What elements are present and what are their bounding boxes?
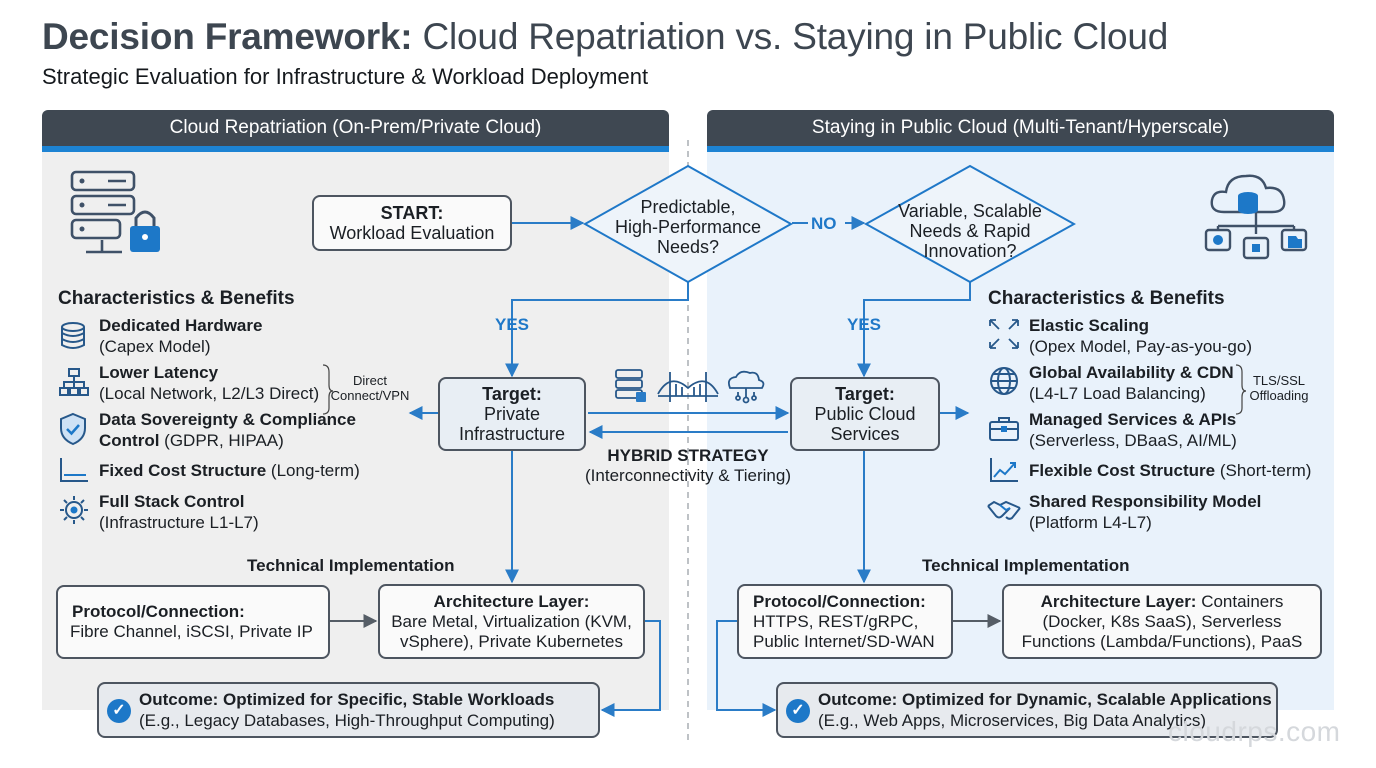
feature-global-availability: Global Availability & CDN (L4-L7 Load Ba… bbox=[1029, 363, 1234, 403]
toolbox-icon bbox=[989, 417, 1019, 441]
hybrid-icons bbox=[615, 369, 765, 404]
left-outcome-box: Outcome: Optimized for Specific, Stable … bbox=[97, 682, 600, 738]
feature-lower-latency: Lower Latency (Local Network, L2/L3 Dire… bbox=[99, 363, 320, 403]
feature-flexible-cost: Flexible Cost Structure (Short-term) bbox=[1029, 461, 1312, 480]
target-private-box: Target: Private Infrastructure bbox=[438, 377, 586, 451]
check-circle-icon: ✓ bbox=[107, 699, 131, 723]
right-outcome-box: Outcome: Optimized for Dynamic, Scalable… bbox=[776, 682, 1278, 738]
page-title: Decision Framework: Cloud Repatriation v… bbox=[42, 16, 1169, 57]
decision-diamond-predictable bbox=[583, 164, 793, 284]
cloud-services-icon bbox=[1204, 174, 1308, 260]
expand-arrows-icon bbox=[989, 319, 1019, 349]
globe-icon bbox=[990, 367, 1018, 395]
server-rack-icon bbox=[615, 369, 646, 402]
feature-full-stack-control: Full Stack Control (Infrastructure L1-L7… bbox=[99, 492, 259, 532]
yes-label-public: YES bbox=[847, 315, 882, 334]
cloud-network-icon bbox=[727, 370, 765, 404]
panel-accent-stripe bbox=[707, 146, 1334, 152]
decision-predictable-text: Predictable, High-Performance Needs? bbox=[614, 197, 762, 257]
bridge-icon bbox=[657, 372, 719, 402]
no-label: NO bbox=[811, 214, 837, 233]
decision-variable-text: Variable, Scalable Needs & Rapid Innovat… bbox=[898, 201, 1042, 261]
network-icon bbox=[59, 368, 89, 396]
trend-chart-icon bbox=[990, 458, 1018, 482]
arrow-yes-private bbox=[505, 282, 689, 378]
target-public-box: Target: Public Cloud Services bbox=[790, 377, 940, 451]
repatriation-panel-header: Cloud Repatriation (On-Prem/Private Clou… bbox=[42, 110, 669, 146]
arrow-yes-public bbox=[857, 282, 971, 378]
feature-shared-responsibility: Shared Responsibility Model (Platform L4… bbox=[1029, 492, 1262, 532]
server-lock-icon bbox=[70, 170, 160, 254]
right-protocol-box: Protocol/Connection: HTTPS, REST/gRPC, P… bbox=[737, 584, 953, 659]
feature-data-sovereignty: Data Sovereignty & Compliance Control (G… bbox=[99, 410, 356, 450]
check-circle-icon: ✓ bbox=[786, 699, 810, 723]
yes-label-private: YES bbox=[495, 315, 530, 334]
gear-icon bbox=[60, 496, 88, 524]
right-section-title: Characteristics & Benefits bbox=[988, 288, 1225, 309]
feature-elastic-scaling: Elastic Scaling (Opex Model, Pay-as-you-… bbox=[1029, 316, 1252, 356]
start-box: START: Workload Evaluation bbox=[312, 195, 512, 251]
flat-line-chart-icon bbox=[60, 458, 88, 482]
left-architecture-box: Architecture Layer: Bare Metal, Virtuali… bbox=[378, 584, 645, 659]
latency-bracket bbox=[322, 364, 334, 415]
cdn-bracket bbox=[1235, 364, 1247, 415]
left-section-title: Characteristics & Benefits bbox=[58, 288, 295, 309]
feature-dedicated-hardware: Dedicated Hardware (Capex Model) bbox=[99, 316, 263, 356]
database-icon bbox=[61, 322, 85, 349]
latency-note: Direct Connect/VPN bbox=[330, 373, 410, 403]
arrow-architecture-to-outcome-left bbox=[600, 620, 661, 717]
handshake-icon bbox=[987, 500, 1021, 520]
decision-diamond-variable bbox=[864, 164, 1076, 284]
right-tech-title: Technical Implementation bbox=[922, 556, 1130, 575]
arrow-protocol-to-outcome-right bbox=[716, 620, 777, 717]
left-protocol-box: Protocol/Connection: Fibre Channel, iSCS… bbox=[56, 585, 330, 659]
page-subtitle: Strategic Evaluation for Infrastructure … bbox=[42, 64, 649, 89]
hybrid-strategy-label: HYBRID STRATEGY (Interconnectivity & Tie… bbox=[585, 446, 791, 485]
cdn-note: TLS/SSL Offloading bbox=[1249, 373, 1309, 403]
public-cloud-panel-header: Staying in Public Cloud (Multi-Tenant/Hy… bbox=[707, 110, 1334, 146]
feature-fixed-cost: Fixed Cost Structure (Long-term) bbox=[99, 461, 360, 480]
left-tech-title: Technical Implementation bbox=[247, 556, 455, 575]
feature-managed-services: Managed Services & APIs (Serverless, DBa… bbox=[1029, 410, 1237, 450]
right-architecture-box: Architecture Layer: Containers (Docker, … bbox=[1002, 584, 1322, 659]
panel-accent-stripe bbox=[42, 146, 669, 152]
shield-icon bbox=[60, 412, 86, 446]
watermark: cloudrps.com bbox=[1168, 716, 1341, 747]
